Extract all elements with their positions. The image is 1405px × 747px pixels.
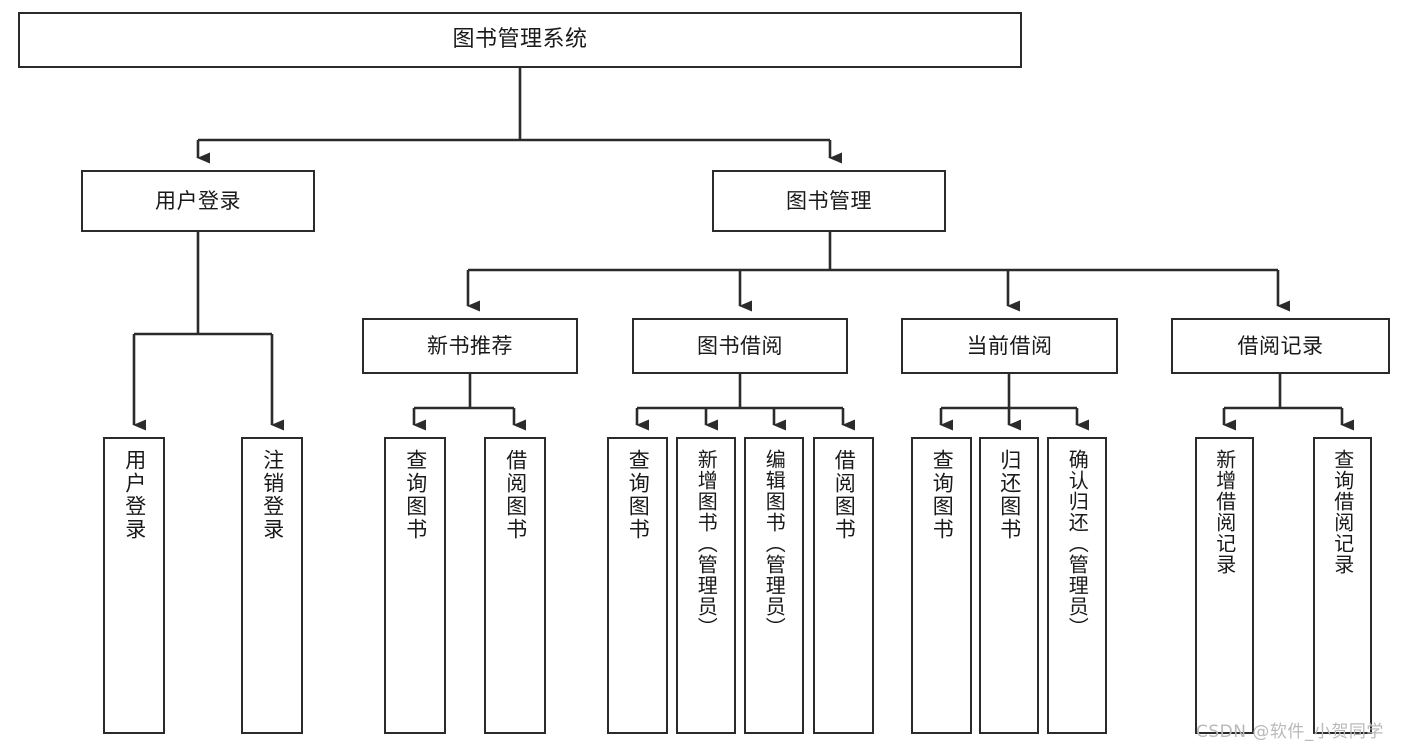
node-root-book-management-system[interactable]: 图书管理系统 — [18, 12, 1022, 68]
node-leaf-user-login[interactable]: 用户登录 — [103, 437, 165, 734]
node-leaf-add-book-admin[interactable]: 新增图书（管理员） — [676, 437, 736, 734]
node-label: 用户登录 — [122, 449, 147, 541]
node-label: 图书管理系统 — [452, 27, 588, 53]
node-label: 当前借阅 — [966, 333, 1053, 358]
node-leaf-query-book-current[interactable]: 查询图书 — [911, 437, 972, 734]
node-label: 查询图书 — [626, 449, 651, 541]
node-leaf-user-logout[interactable]: 注销登录 — [241, 437, 303, 734]
node-leaf-add-borrow-record[interactable]: 新增借阅记录 — [1195, 437, 1254, 734]
node-label: 查询图书 — [403, 449, 428, 541]
node-user-login[interactable]: 用户登录 — [81, 170, 315, 232]
csdn-watermark: CSDN @软件_小贺同学 — [1196, 722, 1384, 742]
node-label: 查询借阅记录 — [1330, 449, 1355, 575]
node-book-borrow[interactable]: 图书借阅 — [632, 318, 848, 374]
node-leaf-query-borrow-record[interactable]: 查询借阅记录 — [1313, 437, 1372, 734]
node-label: 新书推荐 — [427, 333, 513, 358]
node-label: 查询图书 — [930, 449, 955, 541]
node-label: 确认归还（管理员） — [1065, 449, 1090, 638]
node-label: 用户登录 — [155, 188, 241, 213]
node-label: 图书管理 — [786, 188, 872, 213]
node-leaf-confirm-return-admin[interactable]: 确认归还（管理员） — [1047, 437, 1107, 734]
node-borrow-record[interactable]: 借阅记录 — [1171, 318, 1390, 374]
node-leaf-edit-book-admin[interactable]: 编辑图书（管理员） — [744, 437, 804, 734]
node-book-management[interactable]: 图书管理 — [712, 170, 946, 232]
node-label: 借阅图书 — [832, 449, 857, 541]
node-leaf-query-book-borrow[interactable]: 查询图书 — [607, 437, 668, 734]
node-label: 借阅记录 — [1237, 333, 1324, 358]
node-label: 归还图书 — [997, 449, 1022, 541]
node-label: 图书借阅 — [697, 333, 783, 358]
node-label: 新增图书（管理员） — [694, 449, 719, 638]
node-leaf-borrow-book-recommend[interactable]: 借阅图书 — [484, 437, 546, 734]
node-leaf-return-book[interactable]: 归还图书 — [979, 437, 1039, 734]
node-leaf-borrow-book[interactable]: 借阅图书 — [813, 437, 874, 734]
node-label: 借阅图书 — [503, 449, 528, 541]
node-leaf-query-book-recommend[interactable]: 查询图书 — [384, 437, 446, 734]
node-label: 注销登录 — [260, 449, 285, 541]
node-new-book-recommend[interactable]: 新书推荐 — [362, 318, 578, 374]
node-current-borrow[interactable]: 当前借阅 — [901, 318, 1118, 374]
node-label: 编辑图书（管理员） — [762, 449, 787, 638]
node-label: 新增借阅记录 — [1212, 449, 1237, 575]
